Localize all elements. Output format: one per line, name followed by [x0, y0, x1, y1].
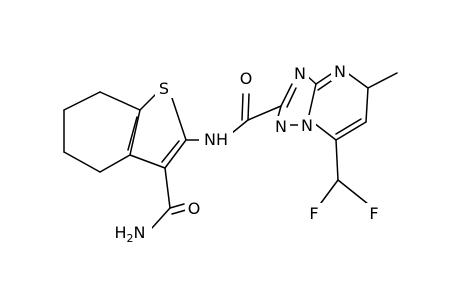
amide-oxygen-label: O — [240, 69, 253, 88]
bond — [335, 121, 367, 141]
amino-group-label: H2N — [115, 223, 146, 245]
cyclohexane-ring — [63, 91, 141, 173]
bridgehead-n-label: N — [301, 116, 313, 135]
bond — [231, 119, 249, 134]
bond — [164, 167, 171, 209]
pyrimidine-n-label: N — [334, 62, 346, 81]
fluorine-left-label: F — [309, 204, 318, 223]
bond — [63, 91, 101, 111]
bond — [151, 207, 171, 229]
bond — [280, 83, 293, 107]
bond — [335, 118, 362, 135]
bond — [127, 116, 138, 151]
pyrimidine-ring — [313, 71, 369, 141]
bond — [139, 93, 157, 111]
thiophene-ring — [127, 91, 187, 169]
amide-linker — [185, 93, 282, 141]
bond — [317, 179, 339, 208]
triazole-n2-label: N — [275, 117, 287, 136]
bond — [164, 139, 187, 169]
bond — [286, 87, 297, 108]
bond — [63, 151, 101, 173]
bond — [171, 209, 187, 215]
bond — [345, 71, 369, 89]
bond — [129, 109, 141, 156]
bond — [337, 179, 369, 205]
bond — [365, 87, 369, 123]
atom-labels: S NH O O H2N N N N N F F — [112, 61, 382, 245]
bond — [99, 154, 131, 173]
methyl-bond — [367, 72, 398, 89]
bond — [335, 139, 339, 181]
triazole-n1-label: N — [294, 64, 306, 83]
fluorine-right-label: F — [369, 204, 378, 223]
bond — [247, 105, 282, 121]
bond — [169, 91, 187, 141]
carboxamide-group — [151, 167, 187, 229]
amide-nh-label: NH — [204, 130, 228, 149]
bond — [99, 91, 141, 111]
bond — [241, 93, 244, 121]
bond — [161, 140, 180, 163]
carboxamide-oxygen-label: O — [188, 199, 201, 218]
bond — [308, 83, 317, 116]
bond — [169, 203, 185, 209]
bond — [129, 154, 166, 169]
sulfur-atom-label: S — [159, 79, 169, 98]
bond — [313, 122, 337, 141]
bond — [277, 105, 282, 118]
bond — [247, 93, 250, 121]
difluoromethyl-group — [317, 139, 369, 208]
